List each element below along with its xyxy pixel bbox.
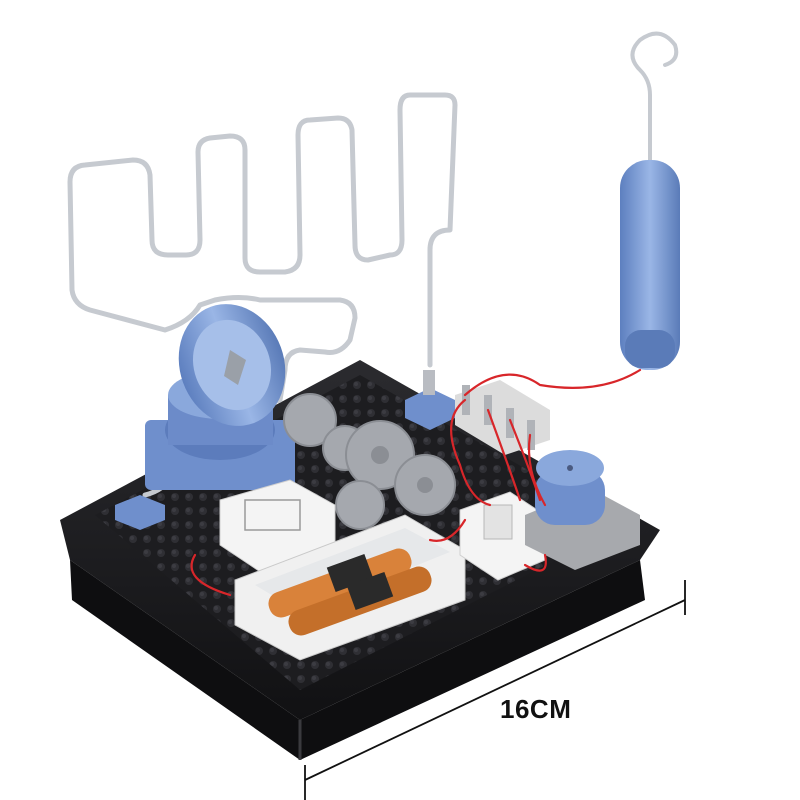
dimension-indicator xyxy=(304,580,686,800)
red-wires xyxy=(190,368,642,597)
maze-wire xyxy=(67,92,458,498)
buzzer-module xyxy=(525,450,640,570)
motor-module xyxy=(219,479,336,576)
fan-assembly xyxy=(145,304,295,490)
switch-module xyxy=(459,491,546,581)
connector-blocks xyxy=(115,370,455,530)
gear-train xyxy=(283,393,456,530)
battery-holder xyxy=(234,514,466,661)
probe-wand xyxy=(620,31,680,370)
dimension-label: 16CM xyxy=(500,694,572,724)
